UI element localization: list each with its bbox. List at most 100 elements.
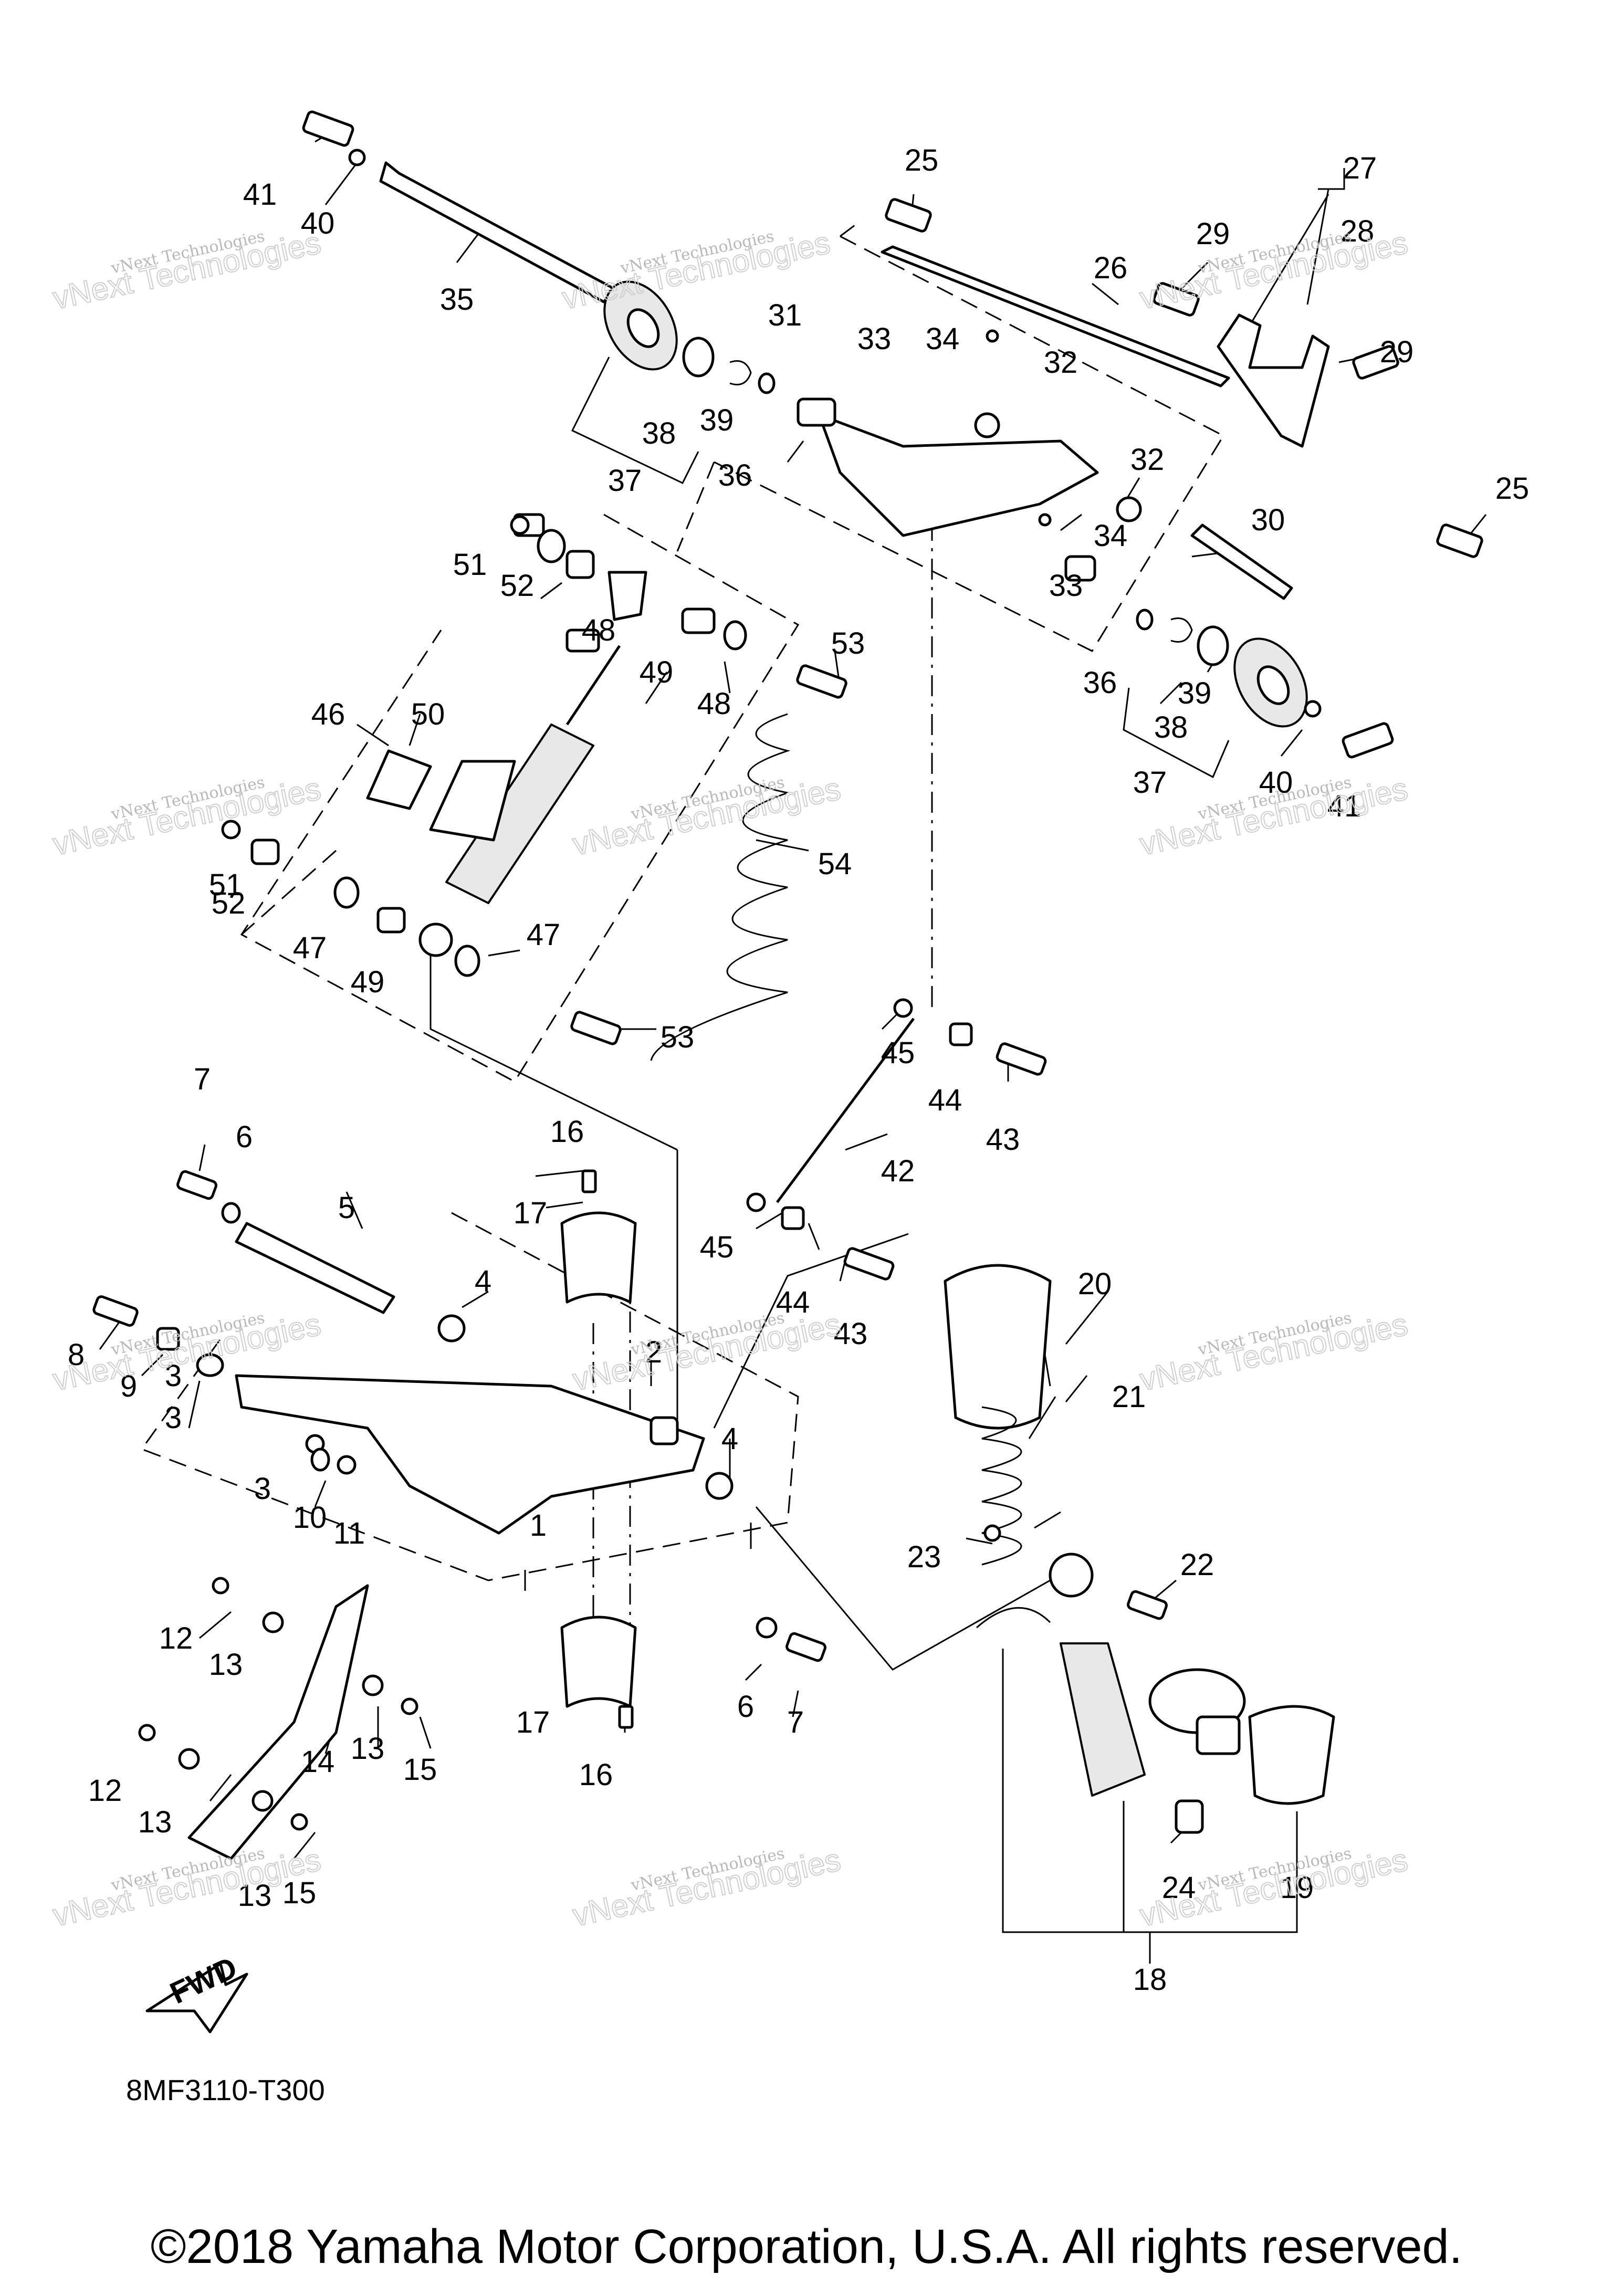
part-label-29: 29: [1380, 335, 1414, 369]
part-label-29: 29: [1196, 217, 1230, 251]
part-label-28: 28: [1340, 214, 1375, 248]
part-label-34: 34: [926, 322, 960, 356]
shock-absorber-upper: [221, 513, 847, 1061]
part-label-38: 38: [642, 416, 676, 450]
part-label-13: 13: [209, 1648, 243, 1682]
part-label-25: 25: [1495, 471, 1530, 506]
watermark-outline-text: vNext Technologies: [570, 1842, 844, 1933]
part-label-26: 26: [1094, 251, 1128, 285]
part-label-12: 12: [159, 1621, 193, 1655]
part-label-13: 13: [238, 1879, 272, 1913]
part-label-54: 54: [818, 847, 852, 881]
part-label-13: 13: [138, 1805, 172, 1839]
diagram-code: 8MF3110-T300: [126, 2073, 325, 2106]
watermark-outline-text: vNext Technologies: [1137, 1306, 1411, 1397]
part-label-37: 37: [1133, 766, 1167, 800]
part-label-51: 51: [209, 868, 243, 902]
part-label-15: 15: [403, 1753, 437, 1787]
part-label-37: 37: [608, 464, 642, 498]
part-label-33: 33: [1049, 569, 1083, 603]
front-shock-parts: [944, 1264, 1335, 1834]
part-label-17: 17: [516, 1705, 550, 1739]
part-label-8: 8: [68, 1338, 85, 1372]
part-label-50: 50: [411, 697, 445, 731]
part-label-47: 47: [527, 918, 561, 952]
upper-shaft-parts: [302, 110, 1483, 759]
part-label-30: 30: [1251, 503, 1285, 537]
part-label-36: 36: [1083, 666, 1117, 700]
part-label-6: 6: [737, 1690, 754, 1724]
part-label-21: 21: [1112, 1380, 1146, 1414]
lower-arm-parts: [92, 1169, 826, 1860]
part-label-25: 25: [905, 143, 939, 177]
part-label-1: 1: [530, 1508, 547, 1543]
part-label-52: 52: [212, 886, 246, 920]
part-label-10: 10: [293, 1501, 327, 1535]
part-label-45: 45: [700, 1230, 734, 1264]
part-label-45: 45: [881, 1036, 915, 1070]
watermark-outline-text: vNext Technologies: [570, 1306, 844, 1397]
part-label-33: 33: [857, 322, 892, 356]
part-label-40: 40: [1259, 766, 1293, 800]
part-label-32: 32: [1044, 345, 1078, 380]
part-label-39: 39: [700, 403, 734, 437]
part-label-3: 3: [165, 1401, 182, 1435]
part-label-53: 53: [831, 626, 865, 661]
part-label-31: 31: [768, 298, 802, 332]
watermark-outline-text: vNext Technologies: [50, 771, 324, 862]
part-label-19: 19: [1280, 1871, 1314, 1905]
part-label-40: 40: [301, 206, 335, 240]
part-label-43: 43: [986, 1123, 1020, 1157]
part-label-41: 41: [243, 177, 277, 212]
part-label-2: 2: [645, 1335, 662, 1369]
part-label-3: 3: [254, 1472, 271, 1506]
part-label-22: 22: [1180, 1548, 1214, 1582]
part-label-6: 6: [236, 1120, 253, 1154]
part-label-7: 7: [787, 1705, 804, 1739]
part-label-3: 3: [165, 1359, 182, 1393]
part-label-49: 49: [640, 655, 674, 689]
watermark-outline-text: vNext Technologies: [1137, 225, 1411, 316]
part-label-13: 13: [351, 1732, 385, 1766]
part-label-9: 9: [120, 1369, 137, 1403]
part-label-4: 4: [475, 1264, 491, 1298]
part-label-51: 51: [453, 548, 487, 582]
part-label-48: 48: [697, 687, 731, 721]
part-label-24: 24: [1162, 1871, 1196, 1905]
watermark-outline-text: vNext Technologies: [50, 225, 324, 316]
part-label-43: 43: [834, 1317, 868, 1351]
part-label-47: 47: [293, 931, 327, 965]
part-label-44: 44: [928, 1083, 962, 1117]
part-label-15: 15: [282, 1876, 317, 1910]
part-label-48: 48: [582, 613, 616, 647]
part-label-42: 42: [881, 1154, 915, 1188]
part-label-23: 23: [907, 1540, 941, 1574]
watermark-outline-text: vNext Technologies: [570, 771, 844, 862]
part-label-27: 27: [1343, 151, 1377, 185]
part-label-38: 38: [1154, 710, 1188, 745]
part-label-12: 12: [88, 1774, 122, 1808]
part-label-16: 16: [579, 1758, 613, 1792]
part-label-35: 35: [440, 282, 474, 317]
part-label-44: 44: [776, 1285, 810, 1319]
part-label-17: 17: [514, 1196, 548, 1230]
part-label-18: 18: [1133, 1963, 1167, 1997]
part-label-20: 20: [1078, 1267, 1112, 1301]
part-label-32: 32: [1130, 443, 1165, 477]
part-label-34: 34: [1094, 519, 1128, 553]
fwd-arrow-icon: FWD: [145, 1951, 248, 2033]
part-label-53: 53: [661, 1020, 695, 1054]
part-label-36: 36: [718, 458, 752, 492]
control-rod-parts: [746, 998, 1047, 1281]
part-label-46: 46: [311, 697, 345, 731]
copyright-notice: ©2018 Yamaha Motor Corporation, U.S.A. A…: [151, 2220, 1462, 2273]
part-label-4: 4: [721, 1422, 738, 1456]
part-label-11: 11: [333, 1516, 365, 1550]
part-label-41: 41: [1327, 789, 1361, 823]
part-label-52: 52: [500, 569, 535, 603]
part-label-14: 14: [301, 1745, 335, 1779]
part-label-7: 7: [194, 1062, 211, 1096]
part-label-49: 49: [351, 965, 385, 999]
